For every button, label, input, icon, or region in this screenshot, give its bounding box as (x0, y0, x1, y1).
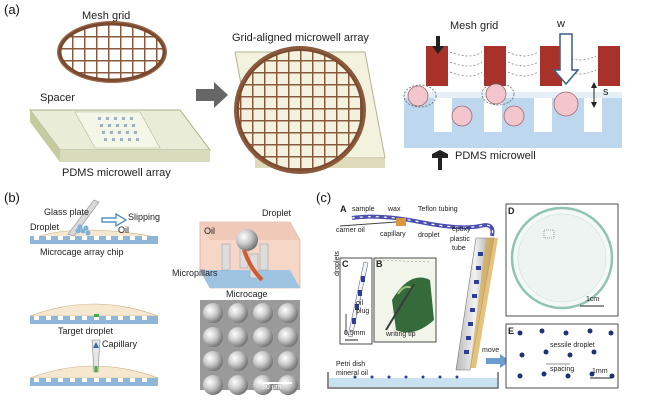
panel-b-letter: (b) (4, 190, 20, 205)
scale-c-label: 0.5mm (344, 330, 366, 337)
sessile-label: sessile droplet (550, 342, 595, 349)
move-label: move (482, 347, 500, 354)
scale-b-label: 50 μm (262, 384, 282, 391)
tube-label: tube (452, 245, 466, 252)
pdms-microwell-label: PDMS microwell (455, 150, 536, 162)
spacer-label: Spacer (40, 92, 75, 104)
oil-plug-label-2: plug (356, 308, 370, 315)
grid-aligned-array (234, 46, 386, 174)
micropillars-label: Micropillars (172, 268, 218, 278)
droplet-3d-label: Droplet (262, 208, 292, 218)
scale-e-label: 1mm (592, 368, 608, 375)
cross-section-diagram (403, 33, 622, 170)
oil-label: Oil (118, 225, 129, 235)
writing-tip-label: writing tip (386, 331, 416, 338)
droplets-label: droplets (334, 251, 341, 276)
s-label: s (603, 86, 609, 98)
slipping-label: Slipping (128, 212, 161, 222)
scale-d-label: 1cm (586, 296, 600, 303)
process-arrow (196, 82, 228, 108)
label-C: C (342, 259, 349, 269)
carrier-oil-label: carrier oil (336, 227, 365, 234)
mesh-grid-left (57, 21, 167, 83)
panel-b-diagrams (29, 199, 301, 395)
label-B: B (376, 259, 383, 269)
target-droplet-label: Target droplet (58, 326, 114, 336)
chip-label: Microcage array chip (40, 247, 124, 257)
oil-3d-label: Oil (204, 226, 215, 236)
mesh-grid-label: Mesh grid (82, 10, 131, 22)
epoxy-label: epoxy (452, 226, 471, 233)
droplet-c-label: droplet (418, 232, 440, 239)
w-label: w (557, 18, 565, 30)
panel-a-letter: (a) (4, 2, 20, 17)
plastic-label: plastic (450, 236, 470, 243)
spacer-pdms-array (29, 109, 211, 162)
label-E: E (508, 326, 515, 336)
microcage-label: Microcage (226, 289, 268, 299)
mineral-oil-label: mineral oil (336, 370, 368, 377)
spacing-label: spacing (550, 366, 575, 373)
panel-c-diagrams (327, 203, 619, 389)
label-D: D (508, 206, 515, 216)
sample-label: sample (352, 206, 375, 213)
mesh-grid-right-label: Mesh grid (450, 20, 499, 32)
droplet-label: Droplet (30, 222, 60, 232)
petri-label: Petri dish (336, 361, 366, 368)
teflon-label: Teflon tubing (418, 206, 458, 213)
grid-aligned-label: Grid-aligned microwell array (232, 32, 369, 44)
capillary-c-label: capillary (380, 231, 406, 238)
label-A: A (340, 204, 347, 214)
panel-c-letter: (c) (316, 190, 332, 205)
glass-plate-label: Glass plate (44, 207, 90, 217)
capillary-b-label: Capillary (102, 339, 138, 349)
wax-label: wax (388, 206, 401, 213)
oil-plug-label-1: oil (356, 300, 364, 307)
pdms-array-label: PDMS microwell array (62, 167, 171, 179)
